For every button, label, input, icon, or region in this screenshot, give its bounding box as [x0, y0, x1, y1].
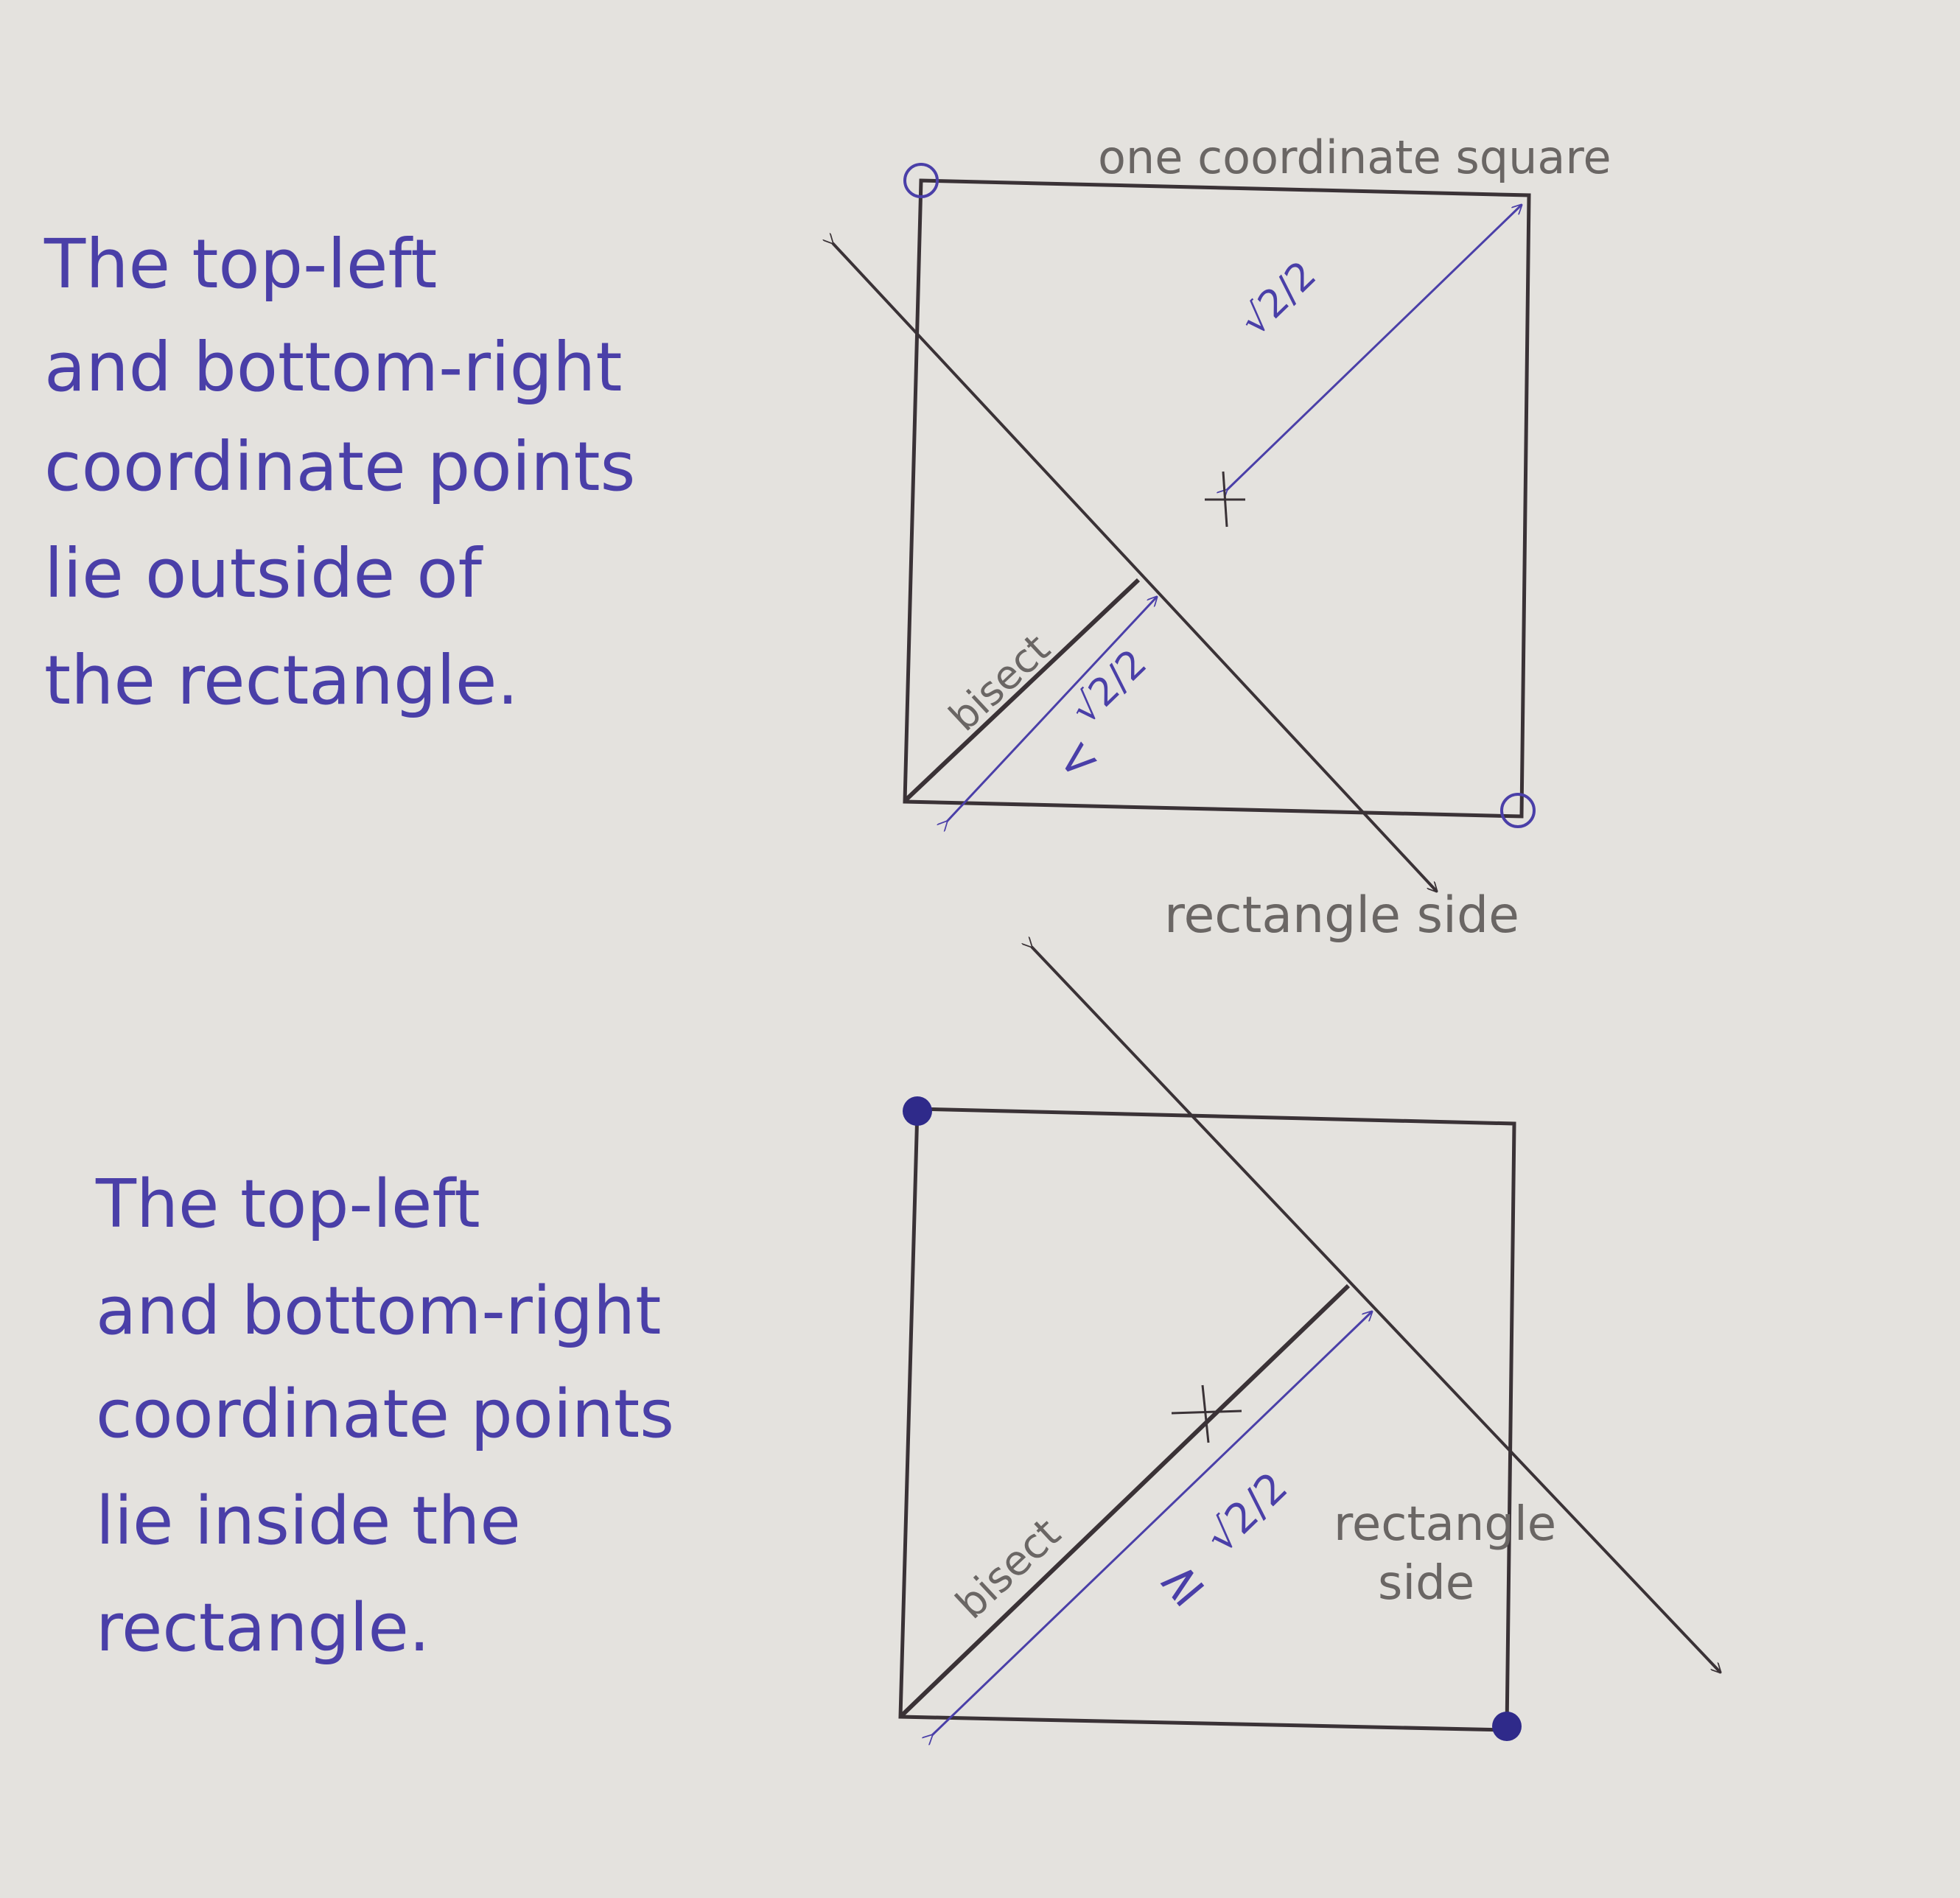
top-caption-line-3: coordinate points	[44, 427, 635, 506]
top-relation-symbol: <	[1045, 726, 1110, 794]
bottom-figure: The top-left and bottom-right coordinate…	[95, 947, 1721, 1741]
bottom-label-rectangle: rectangle	[1334, 1497, 1556, 1552]
bottom-bottom-right-point	[1492, 1712, 1522, 1741]
bottom-relation-symbol: ≥	[1144, 1546, 1217, 1620]
bottom-caption-line-4: lie inside the	[96, 1482, 521, 1560]
top-caption-line-5: the rectangle.	[44, 641, 519, 720]
top-caption: The top-left and bottom-right coordinate…	[43, 225, 635, 720]
top-left-point-marker	[903, 163, 939, 198]
bottom-caption-line-5: rectangle.	[96, 1589, 430, 1667]
bottom-label-side: side	[1378, 1556, 1474, 1611]
top-rectangle-side-line	[833, 243, 1437, 892]
bottom-caption-line-3: coordinate points	[96, 1376, 674, 1453]
bottom-caption: The top-left and bottom-right coordinate…	[95, 1166, 674, 1667]
top-label-rectangle-side: rectangle side	[1164, 886, 1519, 945]
top-center-mark	[1205, 471, 1245, 528]
top-caption-line-1: The top-left	[43, 225, 437, 304]
bottom-rectangle-side-line	[1032, 947, 1721, 1673]
top-caption-line-2: and bottom-right	[44, 328, 622, 407]
top-label-bisect: bisect	[940, 625, 1059, 740]
bottom-caption-line-1: The top-left	[95, 1166, 480, 1243]
bottom-label-half-diagonal: √2/2	[1197, 1463, 1298, 1562]
top-label-half-diagonal-lower: √2/2	[1063, 641, 1155, 732]
bottom-top-left-point	[903, 1096, 932, 1126]
bottom-center-mark	[1171, 1384, 1242, 1443]
bottom-half-diagonal-arrow	[932, 1312, 1372, 1735]
bottom-right-point-marker	[1500, 793, 1536, 828]
top-half-diagonal-arrow-upper	[1227, 205, 1522, 490]
top-caption-line-4: lie outside of	[44, 534, 484, 613]
top-label-half-diagonal-upper: √2/2	[1232, 253, 1325, 344]
top-figure: The top-left and bottom-right coordinate…	[43, 130, 1611, 945]
bottom-caption-line-2: and bottom-right	[96, 1272, 661, 1350]
top-half-diagonal-arrow-lower	[947, 597, 1157, 822]
top-label-one-coordinate-square: one coordinate square	[1098, 130, 1611, 184]
